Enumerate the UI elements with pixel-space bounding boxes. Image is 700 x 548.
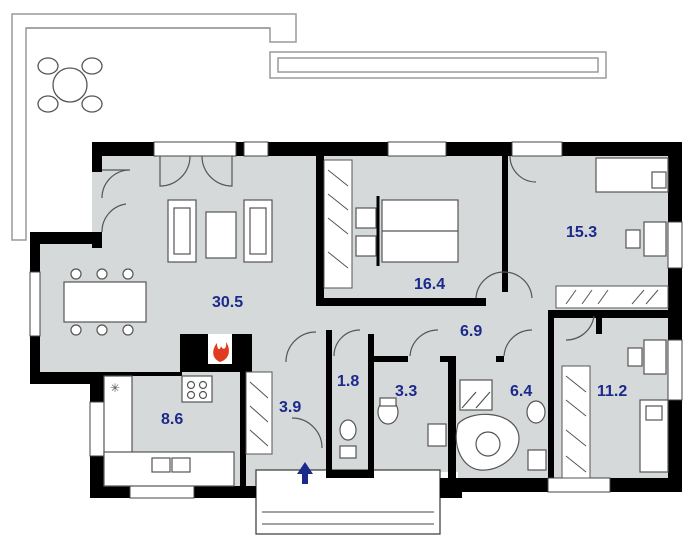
svg-text:✳: ✳ (110, 381, 120, 395)
room-area-entry: 3.9 (279, 399, 301, 416)
windows (29, 141, 683, 499)
room-area-laundry: 3.3 (395, 383, 417, 400)
bed-right (595, 157, 669, 257)
kitchen-fixtures: ✳ (103, 375, 235, 487)
terrace (11, 13, 607, 241)
sanitary-fixtures (339, 379, 547, 471)
bed-main (355, 196, 459, 266)
room-labels: 30.5 16.4 15.3 6.9 8.6 3.9 1.8 3.3 6.4 1… (161, 224, 627, 428)
room-area-bedroom-small: 11.2 (597, 383, 627, 400)
bed-small (627, 339, 669, 473)
room-area-kitchen: 8.6 (161, 411, 183, 428)
room-area-bath: 6.4 (510, 383, 532, 400)
fireplace (208, 334, 232, 364)
walls (30, 142, 682, 498)
flame-icon (213, 342, 229, 362)
room-area-hall: 6.9 (460, 323, 482, 340)
room-area-living: 30.5 (212, 294, 243, 311)
terrace-table (37, 57, 103, 113)
arrow-up-icon (297, 462, 313, 484)
floor-area (36, 150, 680, 535)
room-area-bedroom-right: 15.3 (566, 224, 597, 241)
room-area-wc: 1.8 (337, 373, 359, 390)
living-furniture (63, 199, 273, 336)
room-area-bedroom-main: 16.4 (414, 276, 445, 293)
closets (245, 159, 669, 479)
doors (101, 155, 595, 449)
